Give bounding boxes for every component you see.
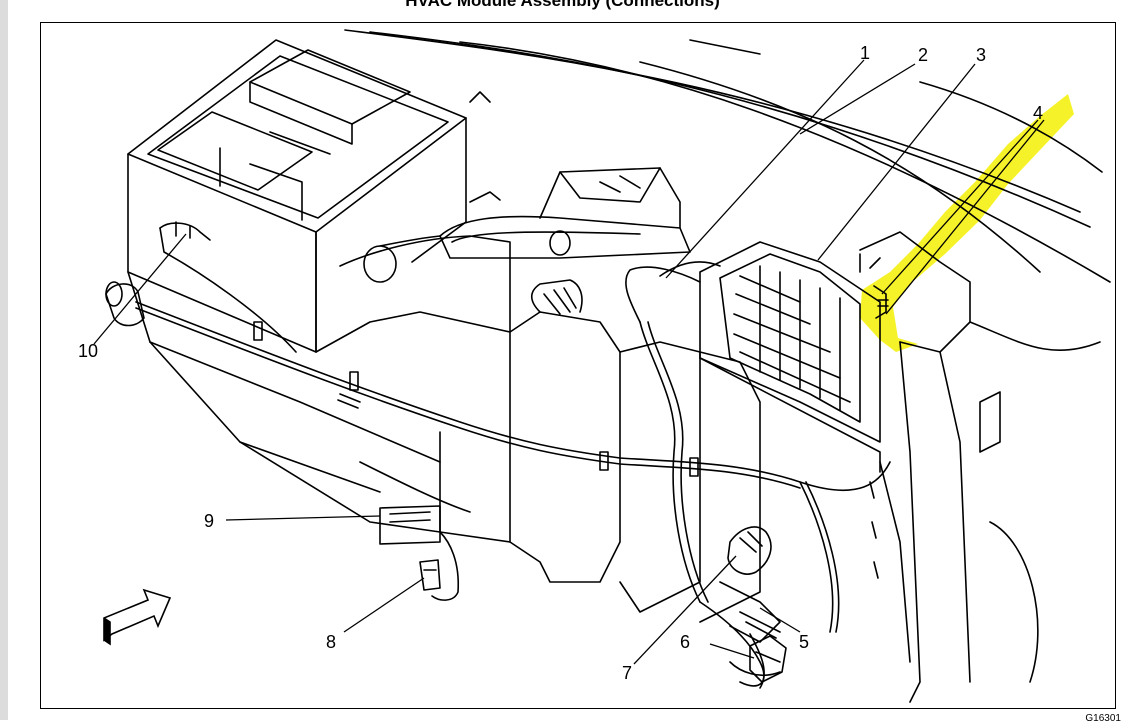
callout-4: 4 (1033, 103, 1043, 123)
callout-1: 1 (860, 43, 870, 63)
figure-code: G16301 (1085, 713, 1121, 724)
window-edge (0, 0, 8, 720)
diagram-frame (40, 22, 1116, 709)
callout-3: 3 (976, 45, 986, 65)
callout-2: 2 (918, 45, 928, 65)
callout-7: 7 (622, 663, 632, 683)
hvac-module-diagram: 1 2 3 4 5 6 7 8 9 10 (78, 29, 1111, 703)
callout-9: 9 (204, 511, 214, 531)
highlight-marker (860, 94, 1074, 352)
callout-10: 10 (78, 341, 98, 361)
component-artwork (105, 29, 1111, 703)
callout-leaders (93, 59, 1045, 665)
diagram-title: HVAC Module Assembly (Connections) (405, 0, 720, 10)
callout-6: 6 (680, 632, 690, 652)
callout-5: 5 (799, 632, 809, 652)
callout-8: 8 (326, 632, 336, 652)
forward-arrow-icon (103, 588, 172, 646)
